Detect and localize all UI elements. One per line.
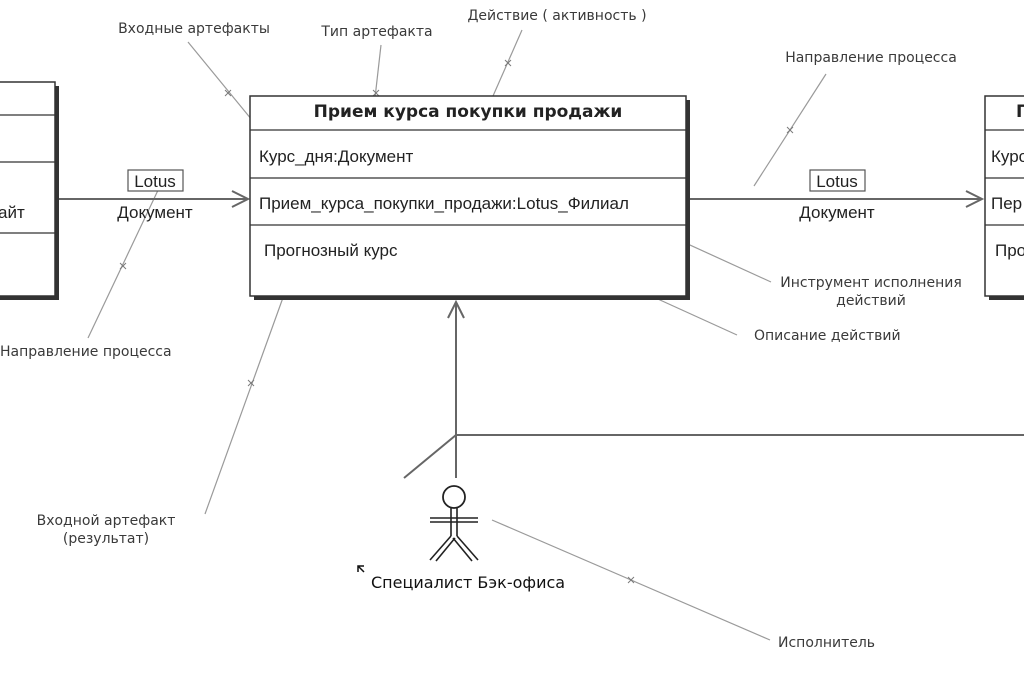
x-mark [786, 126, 794, 134]
left-box-frame [0, 81, 56, 297]
flow-left-guard-box [127, 169, 184, 192]
annotation-action-tool-line1: Инструмент исполнения [780, 275, 962, 291]
actor-leg-left [435, 537, 456, 562]
annotation-artifact-type: Тип артефакта [320, 24, 432, 40]
actor-leg-right [456, 535, 479, 561]
actor-link-marker-icon [357, 565, 365, 573]
annotation-performer: Исполнитель [778, 635, 875, 651]
leader-process-direction-left [87, 185, 161, 339]
x-mark [627, 576, 635, 584]
actor-diag-line [403, 434, 457, 479]
actor-name: Специалист Бэк-офиса [371, 573, 565, 592]
right-box-row1: Курс [991, 147, 1024, 166]
actor-stick-figure[interactable]: Специалист Бэк-офиса [357, 485, 565, 592]
x-mark [247, 379, 255, 387]
actor-head [442, 485, 466, 509]
annotation-input-artifact-line2: (результат) [63, 531, 149, 547]
main-box-frame [249, 95, 687, 297]
annotation-input-artifact-line1: Входной артефакт [37, 513, 176, 529]
flow-right-arrowhead [965, 190, 985, 208]
main-activity-box[interactable]: Прием курса покупки продажи Курс_дня:Док… [249, 95, 690, 300]
flow-right[interactable]: Lotus Документ [690, 169, 985, 222]
actor-links [403, 299, 1024, 479]
main-box-tool-row: Прием_курса_покупки_продажи:Lotus_Филиал [259, 194, 629, 213]
annotation-action: Действие ( активность ) [467, 8, 646, 24]
flow-right-label: Документ [799, 203, 875, 222]
main-box-output-row: Прогнозный курс [264, 241, 398, 260]
actor-leg-left [429, 535, 452, 561]
right-box-row2: Пер [991, 194, 1022, 213]
x-mark [119, 262, 127, 270]
annotation-process-direction-left: Направление процесса [0, 344, 172, 360]
left-box-row-text: айт [0, 203, 25, 222]
right-activity-box[interactable]: П Курс Пер Про [984, 95, 1024, 300]
annotation-process-direction-right: Направление процесса [785, 50, 957, 66]
annotation-labels: Входные артефакты Тип артефакта Действие… [0, 8, 962, 651]
flow-left-arrowhead [231, 190, 251, 208]
annotation-action-tool-line2: действий [836, 293, 906, 309]
flow-right-guard-box [809, 169, 866, 192]
x-mark [224, 89, 232, 97]
right-box-frame [984, 95, 1024, 297]
flow-right-guard-text: Lotus [816, 172, 858, 191]
right-box-title-fragment: П [1016, 102, 1024, 122]
annotation-action-description: Описание действий [754, 328, 901, 344]
main-box-title: Прием курса покупки продажи [314, 102, 623, 122]
annotation-input-artifacts: Входные артефакты [118, 21, 270, 37]
x-mark [504, 59, 512, 67]
flow-left-guard-text: Lotus [134, 172, 176, 191]
right-box-row3: Про [995, 241, 1024, 260]
flow-left-label: Документ [117, 203, 193, 222]
left-activity-box[interactable]: айт [0, 81, 59, 300]
x-mark [372, 89, 380, 97]
main-box-input-row: Курс_дня:Документ [259, 147, 413, 166]
actor-to-box-arrowhead [447, 299, 465, 319]
flow-left[interactable]: Lotus Документ [59, 169, 251, 222]
actor-leg-right [452, 537, 473, 562]
